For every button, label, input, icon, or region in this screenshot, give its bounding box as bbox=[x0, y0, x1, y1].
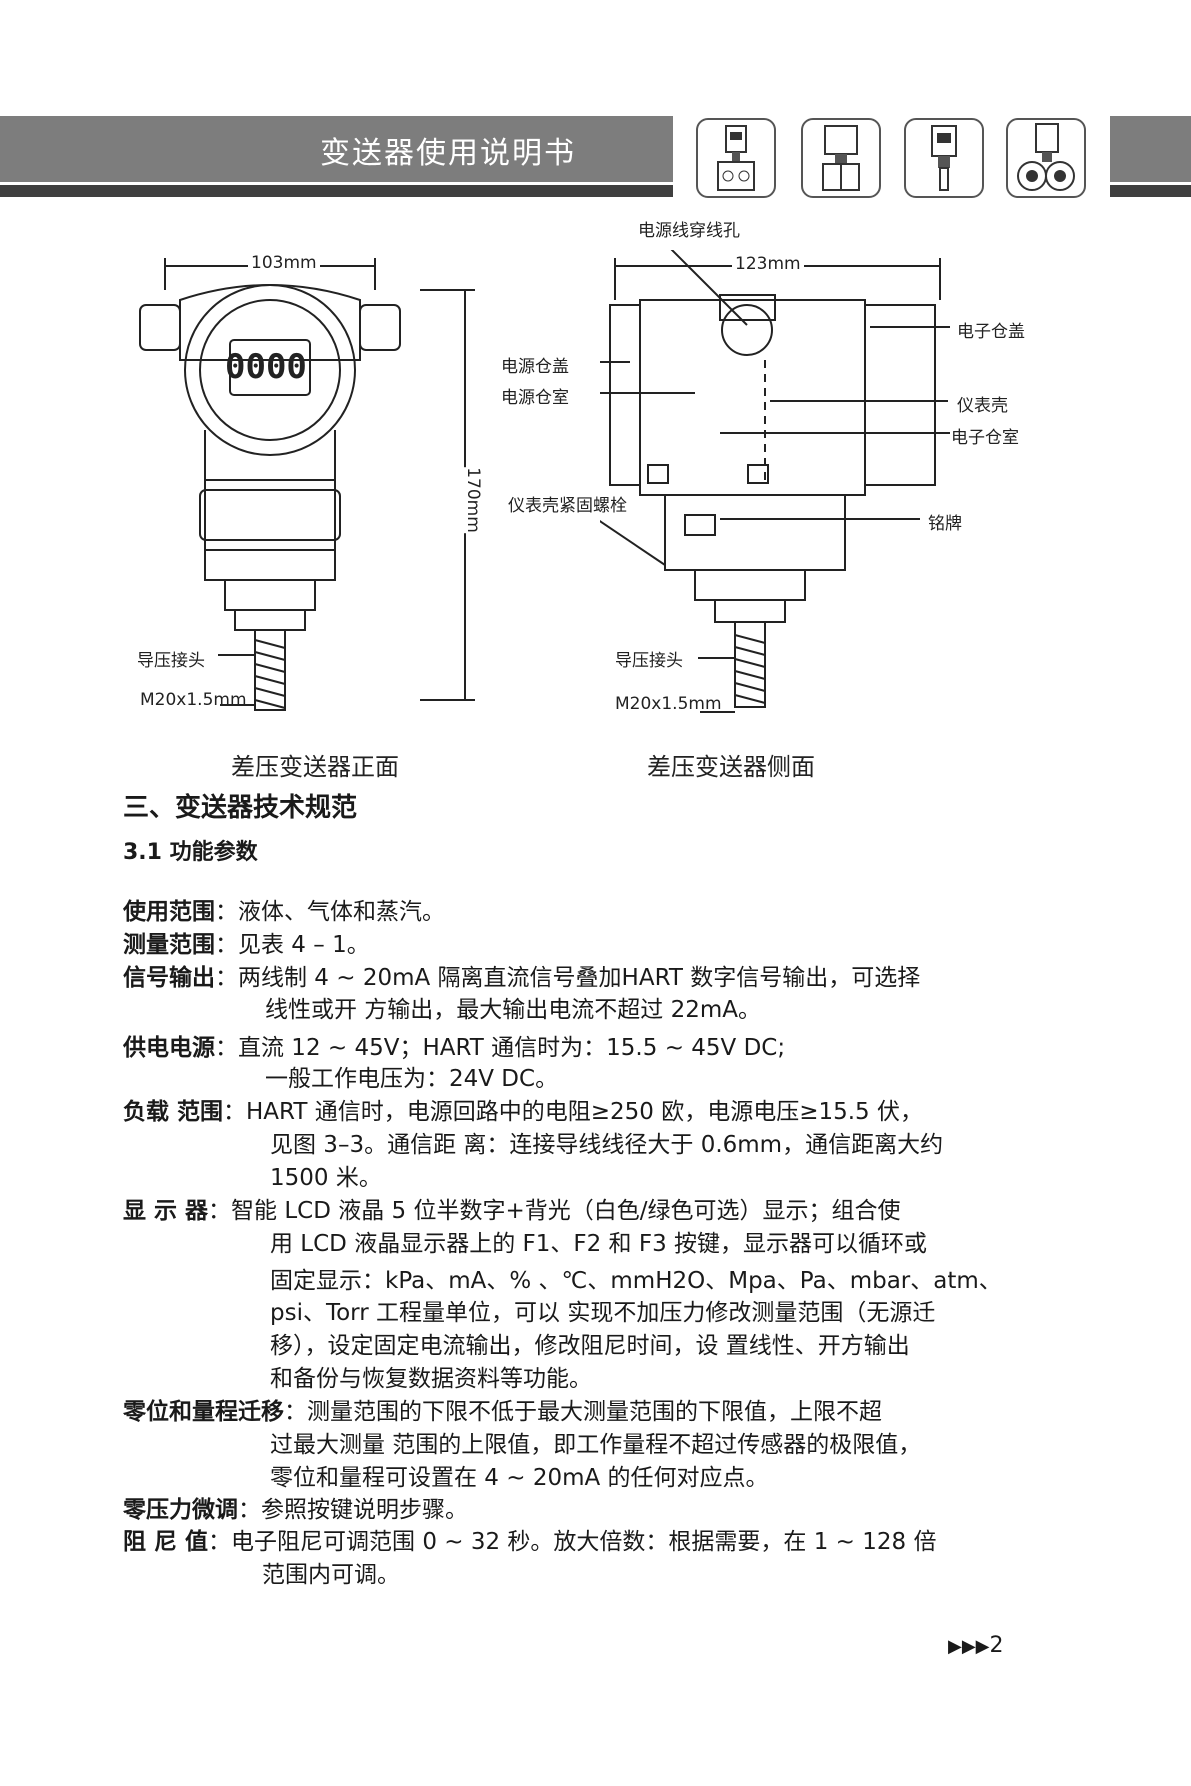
spec-continuation: 见图 3–3。通信距 离：连接导线线径大于 0.6mm，通信距离大约 bbox=[270, 1132, 944, 1158]
header-band bbox=[0, 116, 673, 182]
front-width-dimension: 103mm bbox=[248, 253, 320, 273]
spec-item: 使用范围：液体、气体和蒸汽。 bbox=[123, 898, 445, 926]
side-transmitter-icon bbox=[801, 118, 881, 198]
spec-continuation: 过最大测量 范围的上限值，即工作量程不超过传感器的极限值， bbox=[270, 1432, 922, 1458]
spec-value: 液体、气体和蒸汽。 bbox=[238, 899, 445, 925]
side-view-caption: 差压变送器侧面 bbox=[647, 753, 815, 781]
spec-colon: ： bbox=[215, 1035, 238, 1061]
spec-item: 负载 范围：HART 通信时，电源回路中的电阻≥250 欧，电源电压≥15.5 … bbox=[123, 1098, 923, 1126]
subsection-title: 3.1 功能参数 bbox=[123, 840, 258, 865]
spec-item: 信号输出：两线制 4 ~ 20mA 隔离直流信号叠加HART 数字信号输出，可选… bbox=[123, 964, 920, 992]
label-electronics-cover: 电子仓盖 bbox=[957, 322, 1025, 342]
front-height-dimension: 170mm bbox=[462, 467, 483, 533]
spec-label: 信号输出 bbox=[123, 965, 215, 991]
spec-continuation: 移），设定固定电流输出，修改阻尼时间，设 置线性、开方输出 bbox=[270, 1333, 910, 1359]
header-dark-stripe bbox=[0, 185, 673, 197]
spec-colon: ： bbox=[208, 1198, 232, 1224]
header-dark-stripe-right bbox=[1110, 185, 1191, 197]
spec-colon: ： bbox=[284, 1399, 307, 1425]
spec-value: 测量范围的下限不低于最大测量范围的下限值，上限不超 bbox=[307, 1399, 882, 1425]
differential-transmitter-icon bbox=[696, 118, 776, 198]
spec-item: 阻 尼 值：电子阻尼可调范围 0 ~ 32 秒。放大倍数：根据需要，在 1 ~ … bbox=[123, 1528, 936, 1556]
page-arrows-icon: ▶▶▶ bbox=[948, 1636, 990, 1657]
side-connector-label: 导压接头 bbox=[615, 651, 683, 671]
spec-continuation: 零位和量程可设置在 4 ~ 20mA 的任何对应点。 bbox=[270, 1465, 769, 1491]
spec-continuation: 线性或开 方输出，最大输出电流不超过 22mA。 bbox=[265, 997, 762, 1023]
spec-continuation: psi、Torr 工程量单位，可以 实现不加压力修改测量范围（无源迁 bbox=[270, 1300, 936, 1326]
spec-label: 使用范围 bbox=[123, 899, 215, 925]
front-connector-label: 导压接头 bbox=[137, 651, 205, 671]
page-indicator: ▶▶▶2 bbox=[948, 1633, 1004, 1658]
spec-label: 阻 尼 值 bbox=[123, 1529, 209, 1555]
spec-value: 电子阻尼可调范围 0 ~ 32 秒。放大倍数：根据需要，在 1 ~ 128 倍 bbox=[231, 1529, 937, 1555]
spec-value: 直流 12 ~ 45V；HART 通信时为：15.5 ~ 45V DC; bbox=[238, 1035, 786, 1061]
document-title: 变送器使用说明书 bbox=[320, 136, 576, 171]
spec-continuation: 1500 米。 bbox=[270, 1165, 382, 1191]
spec-value: 两线制 4 ~ 20mA 隔离直流信号叠加HART 数字信号输出，可选择 bbox=[238, 965, 921, 991]
spec-item: 供电电源：直流 12 ~ 45V；HART 通信时为：15.5 ~ 45V DC… bbox=[123, 1034, 785, 1062]
lcd-reading: 0000 bbox=[225, 347, 307, 387]
label-nameplate: 铭牌 bbox=[928, 514, 962, 534]
spec-label: 测量范围 bbox=[123, 932, 215, 958]
pressure-transmitter-icon bbox=[904, 118, 984, 198]
spec-item: 显 示 器：智能 LCD 液晶 5 位半数字+背光（白色/绿色可选）显示；组合使 bbox=[123, 1197, 901, 1225]
spec-value: HART 通信时，电源回路中的电阻≥250 欧，电源电压≥15.5 伏， bbox=[246, 1099, 923, 1125]
spec-label: 负载 范围 bbox=[123, 1099, 224, 1125]
spec-label: 零压力微调 bbox=[123, 1497, 238, 1523]
label-cable-hole: 电源线穿线孔 bbox=[638, 221, 740, 241]
spec-colon: ： bbox=[215, 899, 238, 925]
spec-colon: ： bbox=[223, 1099, 247, 1125]
spec-item: 测量范围：见表 4 – 1。 bbox=[123, 931, 370, 959]
spec-continuation: 固定显示：kPa、mA、% 、℃、mmH2O、Mpa、Pa、mbar、atm、 bbox=[270, 1268, 1002, 1294]
flange-transmitter-icon bbox=[1006, 118, 1086, 198]
label-housing-bolt: 仪表壳紧固螺栓 bbox=[508, 496, 627, 516]
spec-value: 智能 LCD 液晶 5 位半数字+背光（白色/绿色可选）显示；组合使 bbox=[231, 1198, 901, 1224]
side-view-drawing bbox=[600, 250, 950, 713]
side-width-dimension: 123mm bbox=[732, 254, 804, 274]
spec-continuation: 用 LCD 液晶显示器上的 F1、F2 和 F3 按键，显示器可以循环或 bbox=[270, 1231, 928, 1257]
page-number: 2 bbox=[989, 1633, 1004, 1658]
header-band-right bbox=[1110, 116, 1191, 182]
spec-continuation: 和备份与恢复数据资料等功能。 bbox=[270, 1366, 592, 1392]
spec-value: 见表 4 – 1。 bbox=[238, 932, 370, 958]
spec-colon: ： bbox=[215, 965, 238, 991]
label-power-cover: 电源仓盖 bbox=[501, 357, 569, 377]
spec-continuation: 范围内可调。 bbox=[262, 1562, 400, 1588]
spec-label: 零位和量程迁移 bbox=[123, 1399, 284, 1425]
label-power-chamber: 电源仓室 bbox=[501, 388, 569, 408]
label-housing: 仪表壳 bbox=[957, 396, 1008, 416]
spec-label: 显 示 器 bbox=[123, 1198, 209, 1224]
spec-colon: ： bbox=[208, 1529, 232, 1555]
label-electronics-chamber: 电子仓室 bbox=[951, 428, 1019, 448]
spec-continuation: 一般工作电压为：24V DC。 bbox=[265, 1066, 559, 1092]
front-thread-label: M20x1.5mm bbox=[140, 690, 247, 710]
side-thread-label: M20x1.5mm bbox=[615, 694, 722, 714]
spec-colon: ： bbox=[215, 932, 238, 958]
spec-colon: ： bbox=[238, 1497, 261, 1523]
section-title: 三、变送器技术规范 bbox=[123, 793, 358, 823]
spec-item: 零压力微调：参照按键说明步骤。 bbox=[123, 1496, 468, 1524]
spec-item: 零位和量程迁移：测量范围的下限不低于最大测量范围的下限值，上限不超 bbox=[123, 1398, 882, 1426]
front-view-caption: 差压变送器正面 bbox=[231, 753, 399, 781]
spec-label: 供电电源 bbox=[123, 1035, 215, 1061]
spec-value: 参照按键说明步骤。 bbox=[261, 1497, 468, 1523]
